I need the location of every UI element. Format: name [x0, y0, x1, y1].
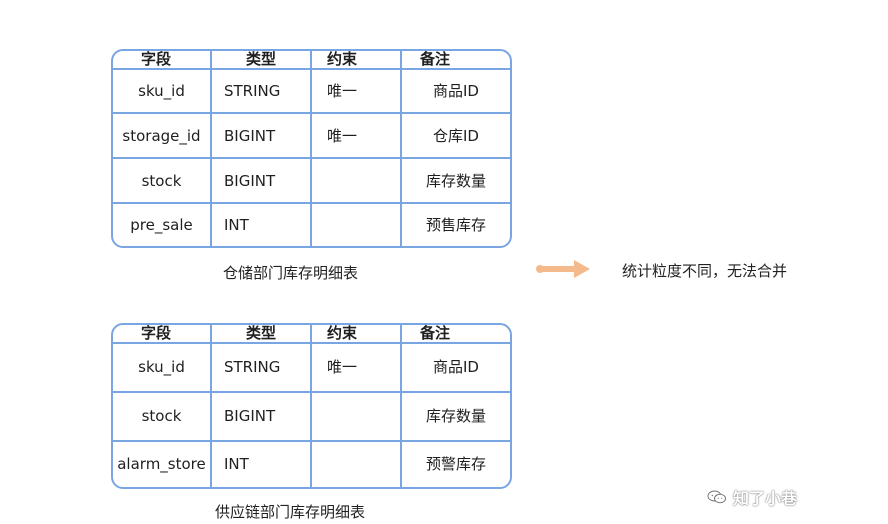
header-note: 备注 [401, 325, 510, 344]
table-header-row: 字段 类型 约束 备注 [113, 51, 510, 70]
type-cell: STRING [211, 68, 312, 115]
warehouse-inventory-table: 字段 类型 约束 备注 sku_id STRING 唯一 商品ID storag… [111, 49, 512, 248]
note-cell: 预售库存 [425, 215, 486, 234]
type-cell: BIGINT [211, 391, 312, 442]
header-field: 字段 [113, 51, 212, 70]
field-cell: stock [113, 158, 212, 205]
note-cell: 商品ID [401, 68, 510, 115]
constraint-cell [311, 440, 402, 487]
comparison-note: 统计粒度不同，无法合并 [622, 262, 788, 280]
type-cell: BIGINT [211, 158, 312, 205]
supply-chain-inventory-table: 字段 类型 约束 备注 sku_id STRING 唯一 商品ID stock … [111, 323, 512, 489]
table-row: sku_id STRING 唯一 商品ID [113, 342, 510, 393]
supply-chain-table-caption: 供应链部门库存明细表 [215, 503, 366, 521]
type-cell: BIGINT [211, 113, 312, 160]
field-cell: alarm_store [113, 440, 212, 487]
table-row: stock BIGINT 库存数量 [113, 158, 510, 205]
field-cell: pre_sale [113, 203, 212, 246]
constraint-cell [311, 158, 402, 205]
constraint-cell [311, 391, 402, 442]
supply-chain-inventory-grid: 字段 类型 约束 备注 sku_id STRING 唯一 商品ID stock … [113, 325, 510, 487]
constraint-cell: 唯一 [311, 68, 402, 115]
header-field: 字段 [113, 325, 212, 344]
field-cell: sku_id [113, 68, 212, 115]
table-row: alarm_store INT 预警库存 [113, 440, 510, 487]
warehouse-table-caption: 仓储部门库存明细表 [223, 264, 359, 282]
field-cell: stock [113, 391, 212, 442]
header-constraint: 约束 [311, 325, 402, 344]
table-row: sku_id STRING 唯一 商品ID [113, 68, 510, 115]
constraint-cell: 唯一 [311, 342, 402, 393]
constraint-cell [311, 203, 402, 246]
header-constraint: 约束 [311, 51, 402, 70]
warehouse-inventory-grid: 字段 类型 约束 备注 sku_id STRING 唯一 商品ID storag… [113, 51, 510, 246]
table-row: storage_id BIGINT 唯一 仓库ID [113, 113, 510, 160]
watermark-text: 知了小巷 [733, 489, 798, 508]
header-note: 备注 [401, 51, 510, 70]
table-row: stock BIGINT 库存数量 [113, 391, 510, 442]
table-header-row: 字段 类型 约束 备注 [113, 325, 510, 344]
note-cell: 预警库存 [425, 455, 486, 474]
note-cell: 仓库ID [401, 113, 510, 160]
watermark: 知了小巷 [707, 485, 797, 509]
type-cell: INT [211, 440, 312, 487]
note-cell: 库存数量 [401, 158, 510, 205]
table-row: pre_sale INT 预售库存 [113, 203, 510, 246]
wechat-icon [707, 490, 726, 504]
type-cell: STRING [211, 342, 312, 393]
field-cell: sku_id [113, 342, 212, 393]
type-cell: INT [211, 203, 312, 246]
field-cell: storage_id [113, 113, 212, 160]
note-cell: 商品ID [401, 342, 510, 393]
right-arrow-icon [536, 260, 590, 278]
note-cell: 库存数量 [401, 391, 510, 442]
header-type: 类型 [211, 325, 312, 344]
header-type: 类型 [211, 51, 312, 70]
constraint-cell: 唯一 [311, 113, 402, 160]
